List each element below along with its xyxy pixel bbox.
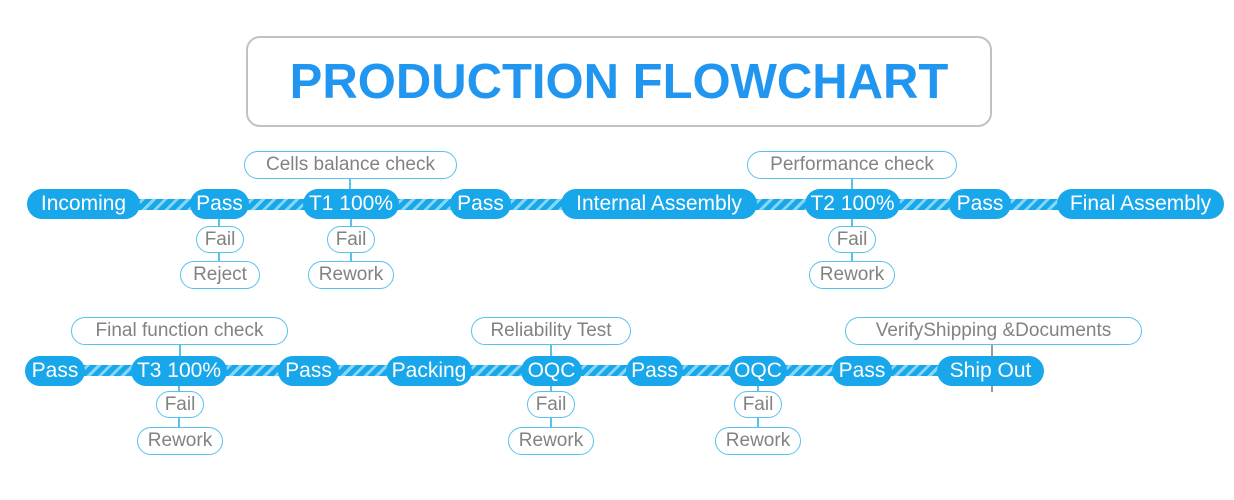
node-final-assembly: Final Assembly xyxy=(1057,189,1224,219)
node-pass-4: Pass xyxy=(25,356,85,386)
connector-ribbon xyxy=(221,365,284,376)
node-pass-1: Pass xyxy=(190,189,249,219)
rework-pill: Rework xyxy=(308,261,394,289)
connector-ribbon xyxy=(134,199,196,210)
rework-pill: Rework xyxy=(508,427,594,455)
node-t3-100: T3 100% xyxy=(131,356,227,386)
title-box: PRODUCTION FLOWCHART xyxy=(246,36,992,127)
node-incoming: Incoming xyxy=(27,189,140,219)
connector-ribbon xyxy=(333,365,392,376)
connector-ribbon xyxy=(243,199,309,210)
branch-line xyxy=(178,384,180,393)
branch-line xyxy=(350,252,352,262)
callout-line xyxy=(179,344,181,357)
reject-pill: Reject xyxy=(180,261,260,289)
node-packing: Packing xyxy=(386,356,472,386)
node-internal-assembly: Internal Assembly xyxy=(561,189,757,219)
rework-pill: Rework xyxy=(137,427,223,455)
connector-ribbon xyxy=(576,365,632,376)
fail-pill: Fail xyxy=(196,226,244,253)
rework-pill: Rework xyxy=(809,261,895,289)
node-t1-100: T1 100% xyxy=(303,189,399,219)
page-title: PRODUCTION FLOWCHART xyxy=(289,54,949,109)
connector-ribbon xyxy=(781,365,838,376)
branch-line xyxy=(218,217,220,227)
connector-ribbon xyxy=(1005,199,1063,210)
connector-ribbon xyxy=(79,365,137,376)
callout-cells-balance-check: Cells balance check xyxy=(244,151,457,179)
node-pass-6: Pass xyxy=(626,356,683,386)
callout-reliability-test: Reliability Test xyxy=(471,317,631,345)
connector-ribbon xyxy=(466,365,527,376)
callout-performance-check: Performance check xyxy=(747,151,957,179)
fail-pill: Fail xyxy=(828,226,876,253)
branch-line xyxy=(757,417,759,428)
node-pass-2: Pass xyxy=(450,189,511,219)
rework-pill: Rework xyxy=(715,427,801,455)
node-pass-3: Pass xyxy=(949,189,1011,219)
fail-pill: Fail xyxy=(734,391,782,418)
fail-pill: Fail xyxy=(156,391,204,418)
branch-line xyxy=(757,384,759,393)
node-pass-5: Pass xyxy=(278,356,339,386)
fail-pill: Fail xyxy=(327,226,375,253)
callout-final-function-check: Final function check xyxy=(71,317,288,345)
connector-ribbon xyxy=(886,365,943,376)
callout-verify-shipping-documents: VerifyShipping &Documents xyxy=(845,317,1142,345)
branch-line xyxy=(550,384,552,393)
connector-ribbon xyxy=(677,365,735,376)
node-ship-out: Ship Out xyxy=(937,356,1044,386)
connector-ribbon xyxy=(751,199,811,210)
node-oqc-2: OQC xyxy=(729,356,787,386)
connector-ribbon xyxy=(393,199,456,210)
callout-line xyxy=(349,178,351,190)
connector-ribbon xyxy=(505,199,567,210)
branch-line xyxy=(218,252,220,262)
branch-line xyxy=(851,252,853,262)
callout-line xyxy=(851,178,853,190)
connector-ribbon xyxy=(894,199,955,210)
branch-line xyxy=(550,417,552,428)
fail-pill: Fail xyxy=(527,391,575,418)
branch-line xyxy=(178,417,180,428)
node-t2-100: T2 100% xyxy=(805,189,900,219)
callout-line xyxy=(550,344,552,357)
node-pass-7: Pass xyxy=(832,356,892,386)
node-oqc-1: OQC xyxy=(521,356,582,386)
branch-line xyxy=(350,217,352,227)
branch-line xyxy=(851,217,853,227)
